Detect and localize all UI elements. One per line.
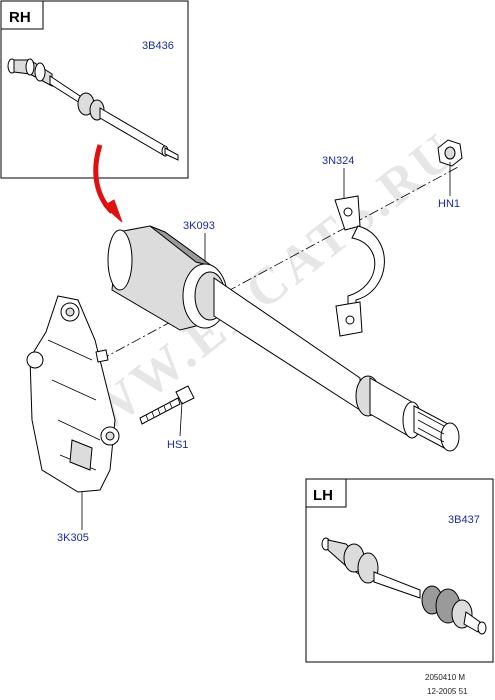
centre-line [99, 165, 461, 361]
intermediate-shaft-drawing [107, 225, 460, 452]
callout-3k305: 3K305 [57, 532, 89, 544]
rh-driveshaft-drawing [7, 58, 179, 161]
nut-drawing [437, 139, 463, 167]
footer-date: 12-2005 51 [427, 687, 468, 696]
lh-title: LH [313, 487, 333, 504]
rh-part-code: 3B436 [142, 40, 174, 52]
bracket-drawing [334, 195, 385, 337]
leader-hs1 [179, 401, 183, 437]
footer-code: 2050410 M [425, 673, 465, 682]
red-arrow [93, 144, 123, 223]
callout-hn1: HN1 [438, 198, 460, 210]
bearing-support-drawing [26, 295, 120, 493]
callout-3n324: 3N324 [322, 155, 354, 167]
lh-inset: LH 3B437 [305, 478, 494, 663]
rh-title: RH [9, 9, 31, 26]
lh-part-code: 3B437 [448, 514, 480, 526]
lh-driveshaft-drawing [321, 537, 487, 635]
callout-3k093: 3K093 [183, 220, 215, 232]
callout-hs1: HS1 [167, 439, 188, 451]
bolt-drawing [139, 385, 195, 425]
rh-inset: RH 3B436 [0, 0, 189, 179]
